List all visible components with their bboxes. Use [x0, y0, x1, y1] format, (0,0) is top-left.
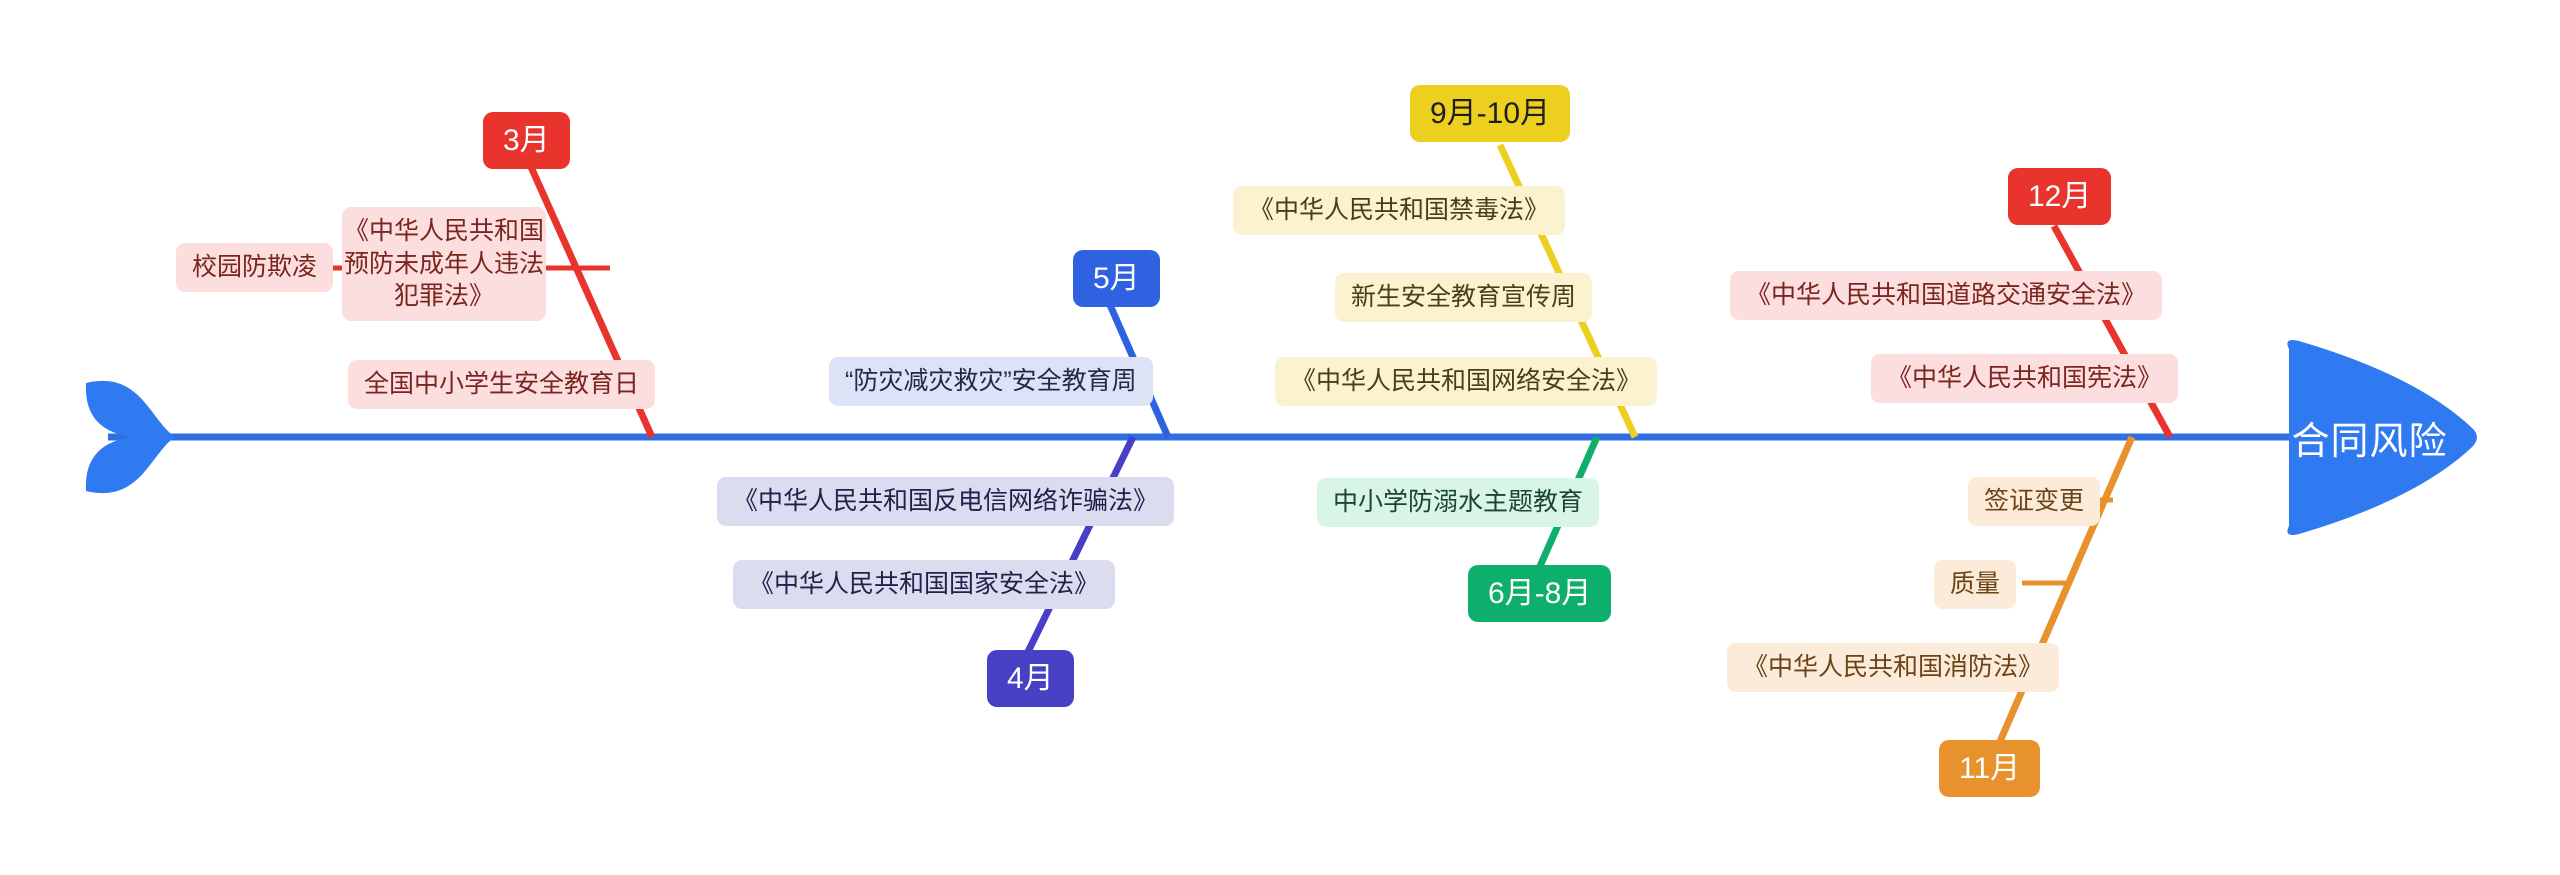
branch-label-dec[interactable]: 12月: [2008, 168, 2112, 225]
branch-label-apr-text: 4月: [1007, 662, 1054, 695]
leaf-junaug-1-text: 中小学防溺水主题教育: [1333, 488, 1584, 516]
leaf-nov-1[interactable]: 签证变更: [1968, 477, 2101, 526]
leaf-apr-2-text: 《中华人民共和国国家安全法》: [749, 570, 1100, 598]
fish-tail-lower: [85, 435, 175, 494]
leaf-dec-2-text: 《中华人民共和国宪法》: [1887, 364, 2163, 392]
leaf-apr-1[interactable]: 《中华人民共和国反电信网络诈骗法》: [717, 477, 1175, 526]
leaf-nov-3[interactable]: 《中华人民共和国消防法》: [1727, 643, 2060, 692]
leaf-mar-2[interactable]: 全国中小学生安全教育日: [348, 360, 656, 409]
branch-label-may-text: 5月: [1093, 262, 1140, 295]
leaf-sepoct-2-text: 新生安全教育宣传周: [1351, 283, 1577, 311]
leaf-nov-2[interactable]: 质量: [1934, 560, 2017, 609]
leaf-mar-1[interactable]: 《中华人民共和国 预防未成年人违法 犯罪法》: [342, 207, 546, 321]
branch-label-apr[interactable]: 4月: [987, 650, 1074, 707]
branch-label-sepoct[interactable]: 9月-10月: [1410, 85, 1571, 142]
branch-label-nov-text: 11月: [1959, 752, 2021, 785]
leaf-mar-2-text: 全国中小学生安全教育日: [364, 370, 640, 398]
leaf-sepoct-3[interactable]: 《中华人民共和国网络安全法》: [1275, 357, 1658, 406]
leaf-dec-1[interactable]: 《中华人民共和国道路交通安全法》: [1730, 271, 2163, 320]
leaf-sepoct-2[interactable]: 新生安全教育宣传周: [1335, 273, 1593, 322]
branch-apr-rib: [1019, 435, 1137, 664]
branch-label-sepoct-text: 9月-10月: [1430, 97, 1551, 130]
fish-tail-upper: [85, 380, 175, 439]
fish-head-shape: [2287, 340, 2477, 535]
leaf-nov-2-text: 质量: [1950, 570, 2001, 598]
fishbone-head[interactable]: 合同风险: [2275, 335, 2480, 540]
leaf-sepoct-1-text: 《中华人民共和国禁毒法》: [1249, 196, 1550, 224]
leaf-may-1-text: “防灾减灾救灾”安全教育周: [845, 367, 1137, 395]
leaf-mar-3[interactable]: 校园防欺凌: [176, 243, 334, 292]
branch-label-mar-text: 3月: [503, 124, 550, 157]
branch-dec-rib: [2050, 224, 2174, 439]
fishbone-head-label: 合同风险: [2291, 421, 2448, 463]
branch-label-junaug[interactable]: 6月-8月: [1468, 565, 1612, 622]
leaf-dec-2[interactable]: 《中华人民共和国宪法》: [1871, 354, 2179, 403]
branch-label-mar[interactable]: 3月: [483, 112, 570, 169]
leaf-apr-2[interactable]: 《中华人民共和国国家安全法》: [733, 560, 1116, 609]
leaf-junaug-1[interactable]: 中小学防溺水主题教育: [1317, 478, 1600, 527]
branch-label-may[interactable]: 5月: [1073, 250, 1160, 307]
leaf-mar-3-text: 校园防欺凌: [192, 253, 318, 281]
leaf-nov-3-text: 《中华人民共和国消防法》: [1743, 653, 2044, 681]
leaf-dec-1-text: 《中华人民共和国道路交通安全法》: [1746, 281, 2147, 309]
leaf-apr-1-text: 《中华人民共和国反电信网络诈骗法》: [733, 487, 1159, 515]
branch-label-nov[interactable]: 11月: [1939, 740, 2041, 797]
leaf-may-1[interactable]: “防灾减灾救灾”安全教育周: [829, 357, 1153, 406]
leaf-nov-1-text: 签证变更: [1984, 487, 2085, 515]
leaf-mar-1-text: 《中华人民共和国 预防未成年人违法 犯罪法》: [344, 217, 545, 310]
branch-label-dec-text: 12月: [2028, 180, 2092, 213]
leaf-sepoct-3-text: 《中华人民共和国网络安全法》: [1291, 367, 1642, 395]
leaf-sepoct-1[interactable]: 《中华人民共和国禁毒法》: [1233, 186, 1566, 235]
branch-label-junaug-text: 6月-8月: [1488, 577, 1592, 610]
